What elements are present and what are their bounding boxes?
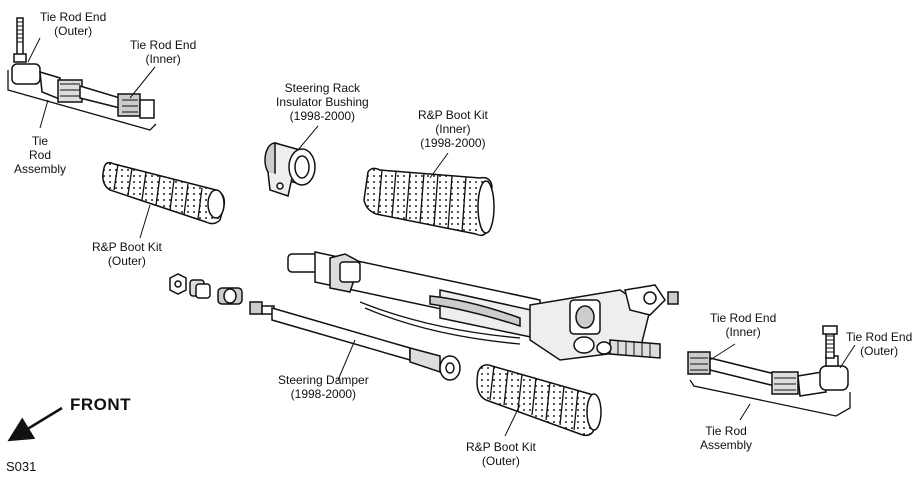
leader-insulator-bushing xyxy=(297,125,319,151)
leader-tie-rod-end-inner-left xyxy=(129,66,156,99)
leader-tie-rod-end-inner-right xyxy=(709,343,736,361)
insulator-bushing-part xyxy=(264,142,316,197)
label-tie-rod-assembly-right: Tie Rod Assembly xyxy=(700,424,753,452)
leader-tie-rod-end-outer-right xyxy=(839,344,856,369)
leader-tie-rod-end-outer-left xyxy=(27,37,41,63)
front-direction-label: FRONT xyxy=(70,395,132,414)
tie-rod-assembly-left-part xyxy=(11,17,155,119)
rp-boot-outer-bottom-part xyxy=(476,364,602,437)
leader-rp-boot-outer-bottom xyxy=(504,404,521,437)
leader-tie-rod-assembly-left xyxy=(39,99,49,129)
label-steering-rack-insulator-bushing: Steering Rack Insulator Bushing (1998-20… xyxy=(276,81,369,123)
leader-steering-damper xyxy=(337,339,356,381)
label-tie-rod-end-outer-left: Tie Rod End (Outer) xyxy=(40,10,107,38)
hardware-parts xyxy=(169,273,243,305)
rack-housing-part xyxy=(287,251,679,361)
label-tie-rod-end-inner-right: Tie Rod End (Inner) xyxy=(710,311,777,339)
label-tie-rod-end-outer-right: Tie Rod End (Outer) xyxy=(846,330,913,358)
tie-rod-assembly-left-bracket xyxy=(7,70,157,131)
leader-rp-boot-outer-left xyxy=(139,204,151,239)
label-rp-boot-kit-inner: R&P Boot Kit (Inner) (1998-2000) xyxy=(418,108,488,150)
label-rp-boot-kit-outer-left: R&P Boot Kit (Outer) xyxy=(92,240,162,268)
rp-boot-outer-left-part xyxy=(102,161,226,225)
figure-code: S031 xyxy=(6,459,37,474)
label-tie-rod-assembly-left: Tie Rod Assembly xyxy=(13,134,66,176)
tie-rod-assembly-right-part xyxy=(687,325,849,397)
label-tie-rod-end-inner-left: Tie Rod End (Inner) xyxy=(130,38,197,66)
steering-damper-part xyxy=(249,301,461,381)
rp-boot-inner-part xyxy=(363,167,495,237)
label-steering-damper: Steering Damper (1998-2000) xyxy=(278,373,369,401)
leader-rp-boot-inner xyxy=(429,152,449,179)
tie-rod-assembly-right-bracket xyxy=(689,379,851,417)
front-arrow-icon xyxy=(7,406,63,442)
label-rp-boot-kit-outer-bottom: R&P Boot Kit (Outer) xyxy=(466,440,536,468)
leader-tie-rod-assembly-right xyxy=(739,403,751,421)
